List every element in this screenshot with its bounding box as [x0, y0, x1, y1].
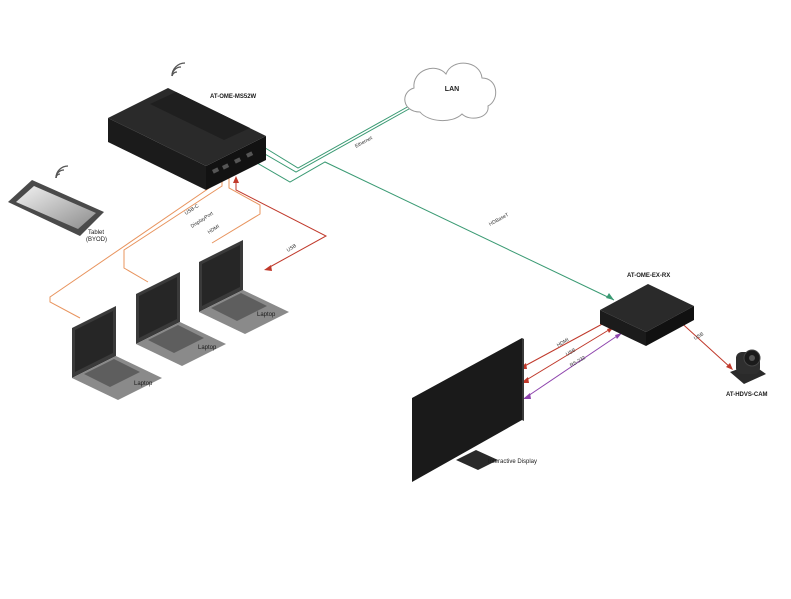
usb-out-wire	[522, 327, 613, 383]
laptop-1-keys	[84, 359, 140, 387]
laptop-3-keys	[211, 293, 267, 321]
wifi-icon	[171, 62, 186, 77]
switcher-top	[108, 88, 266, 166]
ethernet-wire	[257, 99, 426, 173]
switcher-port-d	[246, 151, 254, 158]
laptop-1-label: Laptop	[134, 381, 153, 387]
usb-in-wire	[235, 178, 328, 269]
laptop-2-label: Laptop	[198, 345, 217, 351]
cloud-icon	[404, 62, 497, 121]
tablet-screen	[16, 186, 96, 229]
ethernet-wire-return	[261, 95, 428, 169]
switcher-device[interactable]: AT-OME-MS52W	[108, 62, 266, 190]
tablet-device[interactable]: Tablet (BYOD)	[8, 165, 107, 243]
ethernet-label: Ethernet	[354, 135, 374, 150]
display-panel	[412, 338, 522, 482]
laptop-3[interactable]: Laptop	[199, 240, 289, 334]
receiver-top	[600, 284, 694, 332]
hdmi-out-label: HDMI	[556, 337, 570, 349]
display-stand	[456, 450, 498, 470]
switcher-port-c	[234, 157, 242, 164]
switcher-top-panel	[150, 92, 250, 140]
cam-usb-arrow-b	[726, 363, 733, 370]
receiver-front	[646, 306, 694, 346]
hdmi-in-wire	[211, 176, 261, 244]
laptop-1[interactable]: Laptop	[72, 306, 162, 400]
laptop-3-label: Laptop	[257, 312, 276, 318]
receiver-label: AT-OME-EX-RX	[627, 273, 670, 279]
tablet-label-line2: (BYOD)	[86, 237, 107, 243]
usb-in-label: USB	[286, 243, 298, 254]
rs232-arrow-b	[615, 333, 622, 339]
rs232-arrow-a	[523, 393, 531, 399]
hdbaset-label: HDBaseT	[488, 212, 510, 228]
switcher-side	[108, 118, 206, 190]
display-edge	[522, 338, 524, 421]
lan-label: LAN	[445, 86, 459, 93]
switcher-port-a	[212, 167, 220, 174]
receiver-device[interactable]: AT-OME-EX-RX	[600, 273, 694, 346]
cam-usb-label: USB	[693, 331, 705, 342]
camera-label: AT-HDVS-CAM	[726, 392, 768, 398]
wifi-icon	[55, 165, 69, 179]
laptop-3-bezel	[202, 245, 240, 306]
laptop-2-keys	[148, 325, 204, 353]
hdbaset-wire	[251, 159, 615, 301]
laptop-2-bezel	[139, 277, 177, 338]
camera-device[interactable]: AT-HDVS-CAM	[726, 349, 768, 398]
display-label: Interactive Display	[488, 459, 537, 465]
laptop-2[interactable]: Laptop	[136, 272, 226, 366]
camera-lens-core	[749, 355, 755, 361]
switcher-port-b	[222, 163, 230, 170]
usb-out-label: USB	[565, 347, 577, 358]
cam-usb-wire	[675, 317, 732, 369]
usb-in-arrow-b	[264, 265, 272, 271]
rs232-label: RS-232	[569, 355, 587, 369]
usb-in-arrow-a	[233, 176, 239, 183]
switcher-label: AT-OME-MS52W	[210, 94, 257, 100]
display-device[interactable]: Interactive Display	[412, 338, 537, 482]
laptop-1-bezel	[75, 311, 113, 372]
rs232-wire	[524, 333, 621, 399]
lan-cloud: LAN	[404, 62, 497, 121]
hdmi-in-label: HDMI	[207, 224, 221, 236]
hdbaset-arrow	[606, 293, 614, 300]
tablet-label-line1: Tablet	[88, 230, 104, 236]
hdmi-out-wire	[520, 321, 607, 369]
receiver-side	[600, 310, 646, 346]
